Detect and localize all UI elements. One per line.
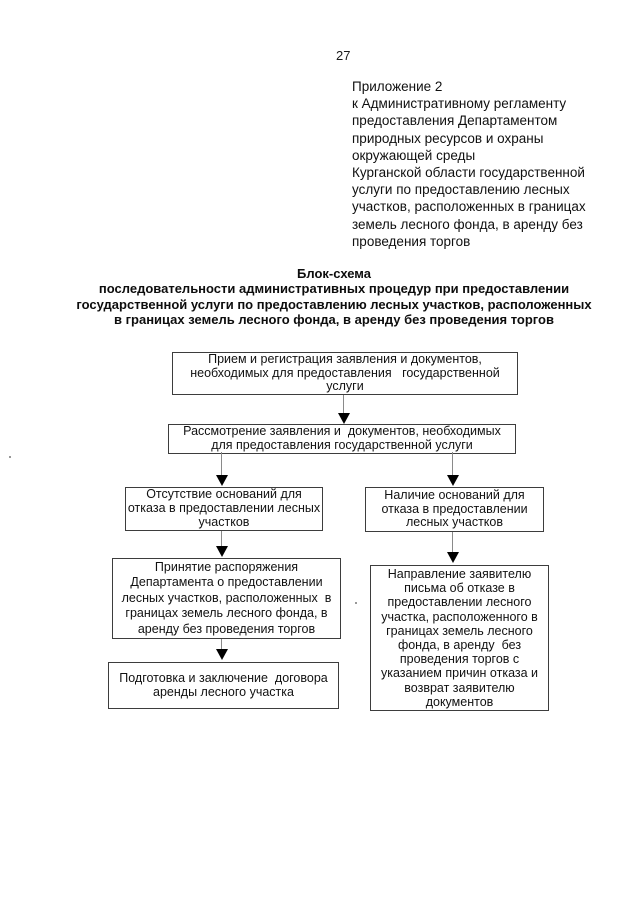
scan-artifact-dot — [9, 456, 11, 458]
flowchart-box-receive-registration: Прием и регистрация заявления и документ… — [172, 352, 518, 395]
box-text-line: аренду без проведения торгов — [137, 621, 316, 636]
box-text-line: указанием причин отказа и — [380, 666, 539, 681]
arrow-down-icon — [216, 475, 228, 486]
arrow-line — [452, 452, 453, 475]
appendix-line: к Административному регламенту — [352, 96, 567, 112]
scan-artifact-dot — [355, 602, 357, 604]
appendix-note: Приложение 2 к Административному регламе… — [352, 78, 612, 250]
box-text-line: Направление заявителю — [387, 566, 532, 581]
box-text-line: границах земель лесного — [386, 623, 533, 638]
box-text-line: отказа в предоставлении лесных — [127, 501, 321, 516]
arrow-line — [452, 532, 453, 552]
box-text-line: возврат заявителю — [404, 680, 515, 695]
flowchart-box-review-application: Рассмотрение заявления и документов, нео… — [168, 424, 516, 454]
arrow-down-icon — [447, 552, 459, 563]
box-text-line: проведения торгов с — [399, 652, 520, 667]
box-text-line: участков — [198, 514, 250, 529]
box-text-line: отказа в предоставлении — [381, 501, 528, 516]
flowchart-box-no-refusal-grounds: Отсутствие оснований для отказа в предос… — [125, 487, 323, 531]
flowchart-box-refusal-grounds: Наличие оснований для отказа в предостав… — [365, 487, 544, 532]
box-text-line: Наличие оснований для — [384, 487, 525, 502]
box-text-line: Рассмотрение заявления и документов, нео… — [183, 424, 501, 439]
title-line: в границах земель лесного фонда, в аренд… — [114, 311, 554, 327]
arrow-down-icon — [338, 413, 350, 424]
box-text-line: Подготовка и заключение договора — [119, 670, 328, 685]
appendix-line: Приложение 2 — [352, 79, 443, 94]
box-text-line: лесных участков — [406, 515, 503, 530]
box-text-line: участка, расположенного в — [381, 609, 538, 624]
arrow-down-icon — [216, 546, 228, 557]
flowchart-box-department-order: Принятие распоряжения Департамента о пре… — [112, 558, 341, 639]
flowchart-box-refusal-letter: Направление заявителю письма об отказе в… — [370, 565, 549, 711]
appendix-line: услуги по предоставлению лесных — [352, 182, 570, 198]
arrow-line — [221, 531, 222, 546]
box-text-line: Отсутствие оснований для — [146, 487, 302, 502]
appendix-line: Курганской области государственной — [352, 165, 585, 181]
appendix-line: природных ресурсов и охраны — [352, 130, 544, 146]
box-text-line: аренды лесного участка — [153, 684, 294, 699]
box-text-line: для предоставления государственной услуг… — [211, 438, 473, 452]
arrow-line — [343, 395, 344, 413]
box-text-line: услуги — [326, 379, 364, 394]
title-line: государственной услуги по предоставлению… — [76, 296, 592, 312]
box-text-line: лесных участков, расположенных в — [121, 590, 332, 605]
title-line: Блок-схема — [297, 266, 371, 281]
box-text-line: Прием и регистрация заявления и документ… — [208, 351, 482, 366]
box-text-line: предоставлении лесного — [387, 595, 532, 610]
box-text-line: Департамента о предоставлении — [130, 575, 323, 590]
appendix-line: окружающей среды — [352, 147, 476, 163]
page-number: 27 — [336, 48, 351, 63]
arrow-line — [221, 452, 222, 475]
box-text-line: Принятие распоряжения — [154, 559, 299, 574]
arrow-line — [221, 639, 222, 649]
appendix-line: проведения торгов — [352, 233, 471, 249]
box-text-line: границах земель лесного фонда, в — [125, 606, 328, 621]
appendix-line: участков, расположенных в границах — [352, 199, 586, 215]
appendix-line: земель лесного фонда, в аренду без — [352, 216, 583, 232]
appendix-line: предоставления Департаментом — [352, 113, 558, 129]
box-text-line: документов — [425, 694, 494, 709]
box-text-line: необходимых для предоставления государст… — [190, 365, 500, 380]
box-text-line: фонда, в аренду без — [397, 638, 522, 652]
flowchart-box-lease-contract: Подготовка и заключение договора аренды … — [108, 662, 339, 709]
box-text-line: письма об отказе в — [404, 581, 515, 596]
flowchart-title: Блок-схема последовательности администра… — [28, 266, 640, 327]
title-line: последовательности административных проц… — [98, 281, 570, 297]
arrow-down-icon — [447, 475, 459, 486]
arrow-down-icon — [216, 649, 228, 660]
